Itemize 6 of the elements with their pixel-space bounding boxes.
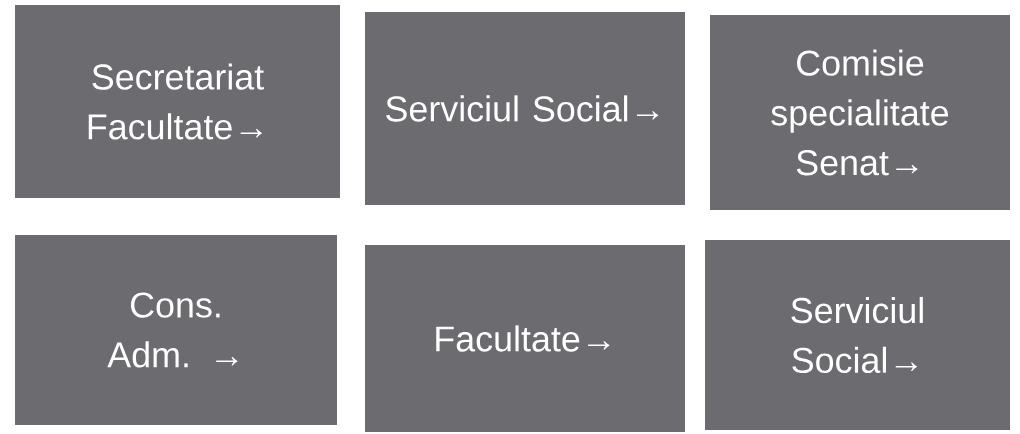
process-box: Facultate→	[365, 245, 685, 432]
process-box: Comisie specialitate Senat→	[710, 15, 1010, 210]
process-box: Secretariat Facultate→	[15, 5, 340, 198]
process-box: Serviciul Social→	[365, 12, 685, 205]
process-box: Cons. Adm. →	[15, 235, 337, 425]
process-box: Serviciul Social→	[705, 240, 1010, 430]
